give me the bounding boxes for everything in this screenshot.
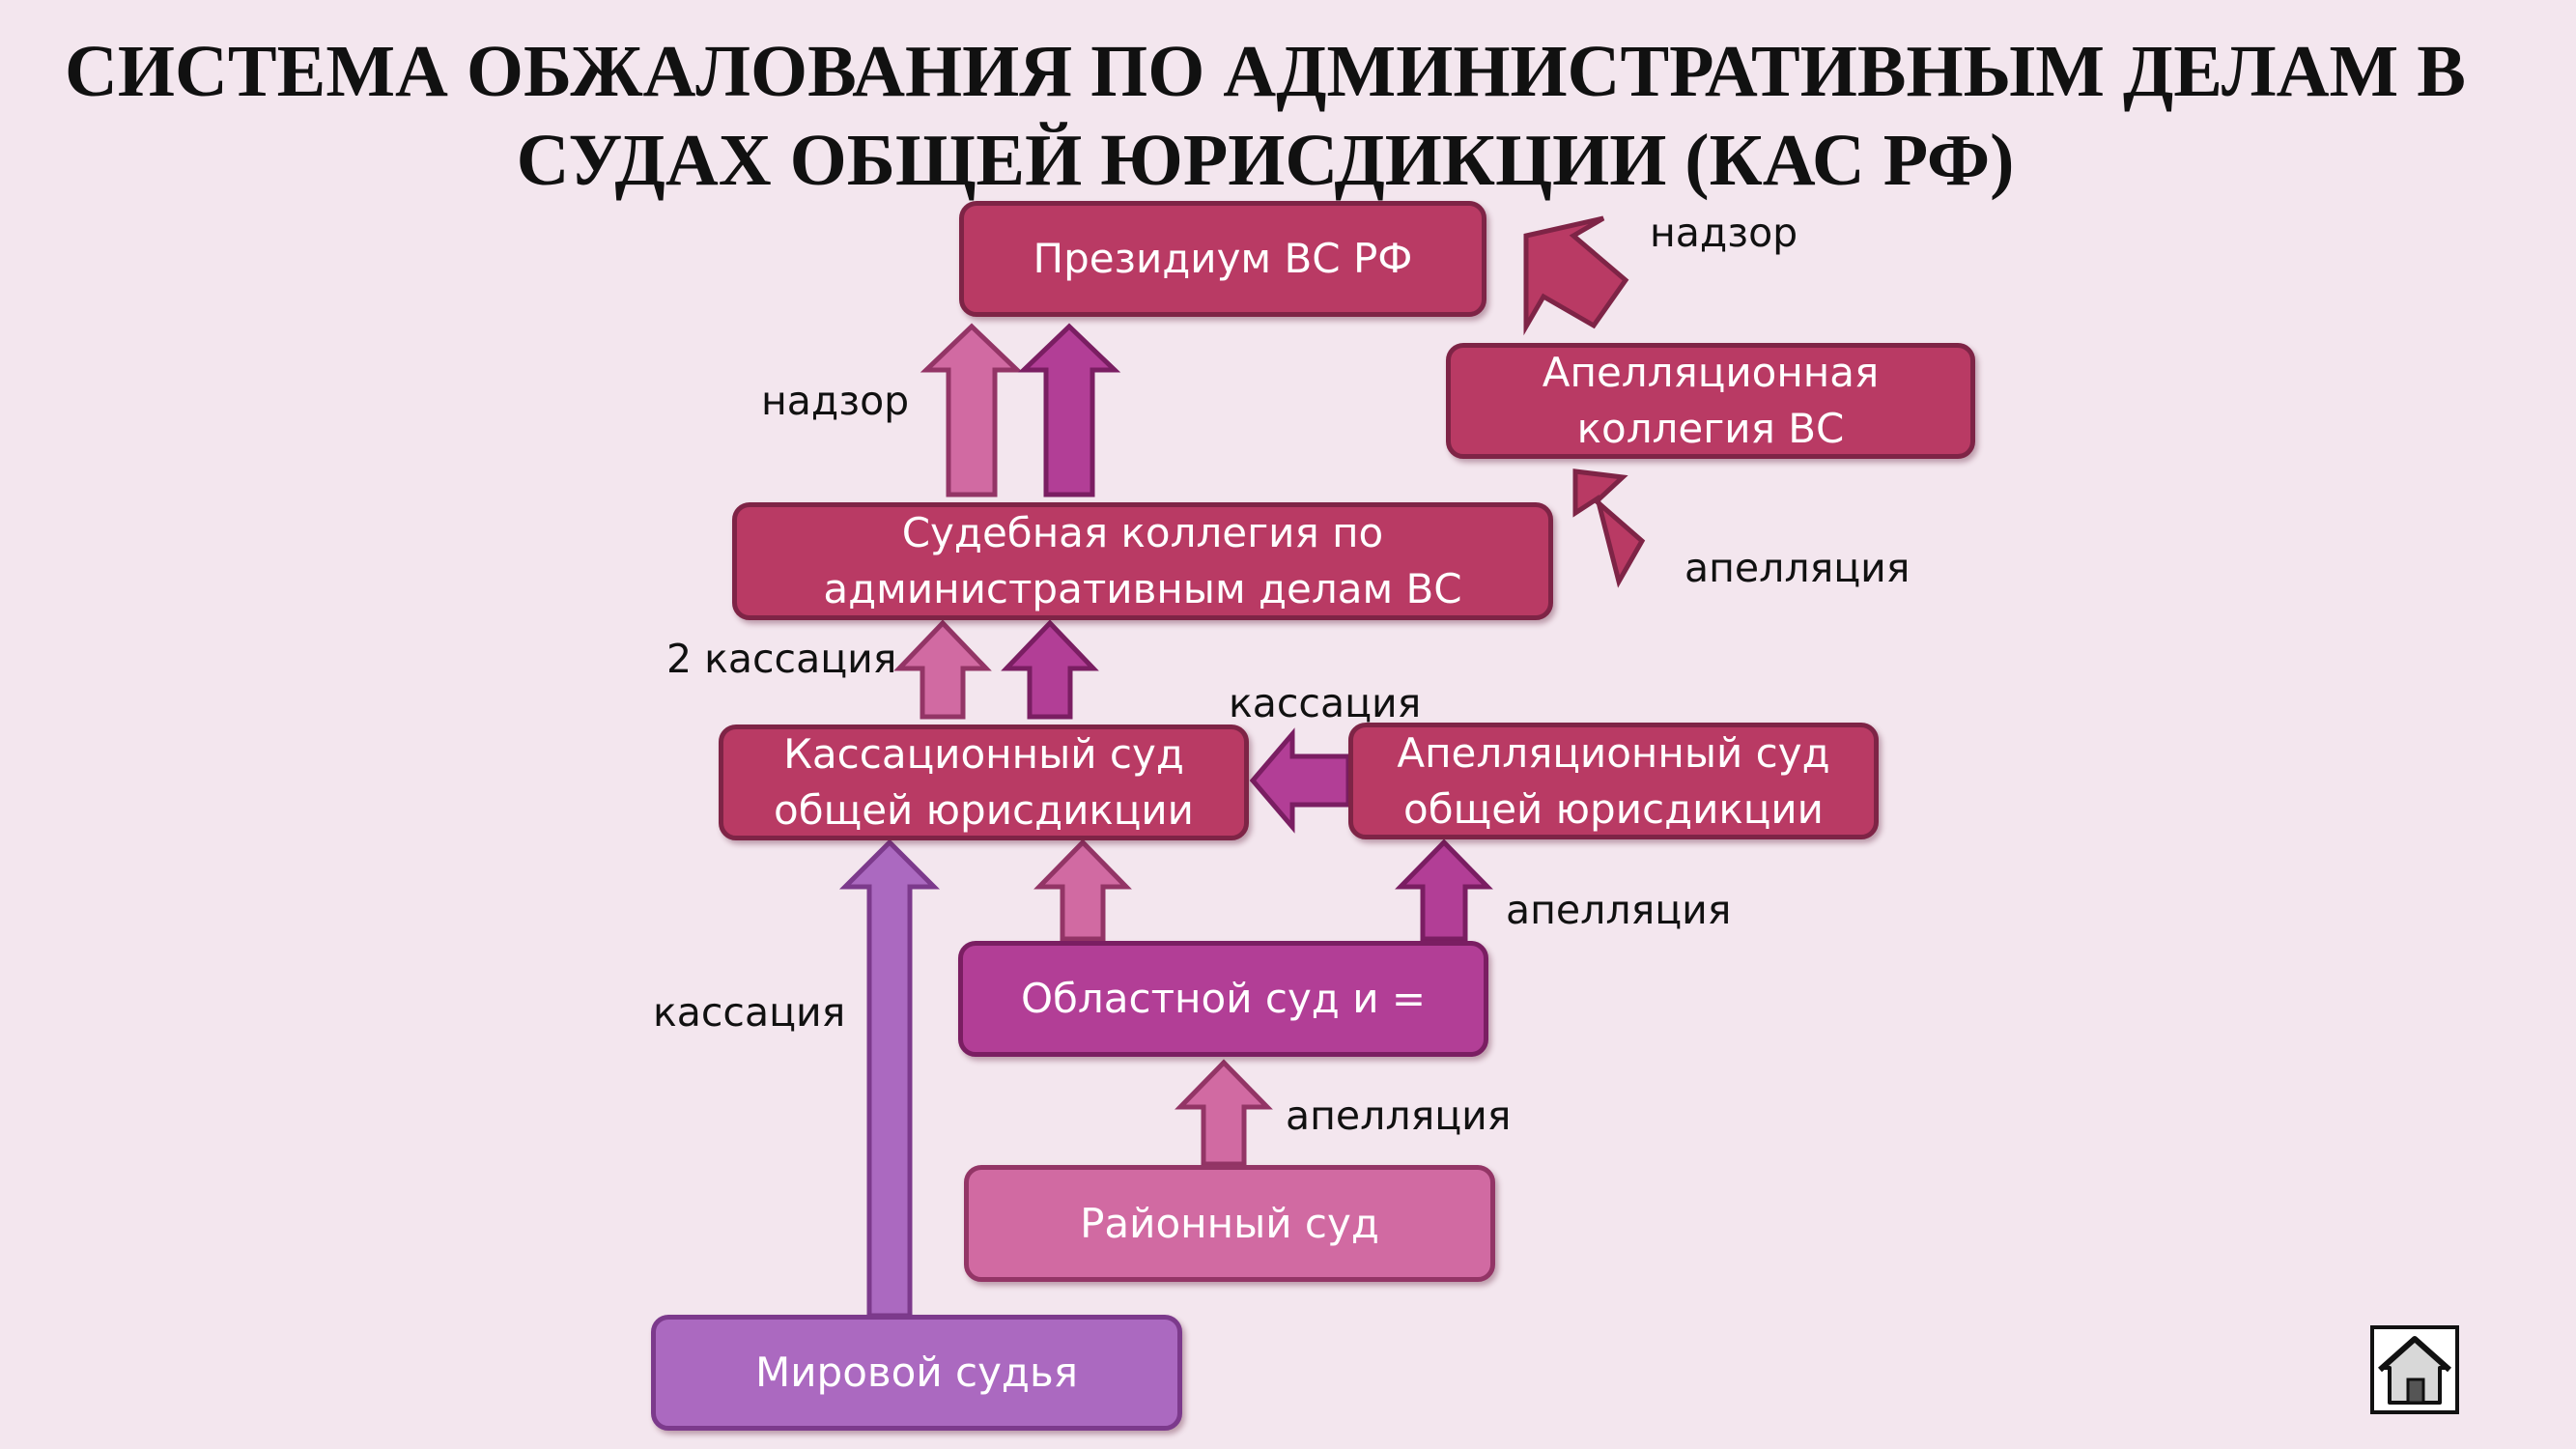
home-button[interactable] (2370, 1325, 2459, 1414)
node-presidium-label: Президиум ВС РФ (1033, 235, 1413, 282)
label-appeal-right-top: апелляция (1684, 545, 1911, 591)
title-line-2: СУДАХ ОБЩЕЙ ЮРИСДИКЦИИ (КАС РФ) (516, 120, 2015, 201)
node-cassation-court: Кассационный суд общей юрисдикции (719, 724, 1249, 840)
title-line-1: СИСТЕМА ОБЖАЛОВАНИЯ ПО АДМИНИСТРАТИВНЫМ … (65, 31, 2466, 112)
label-cassation-mid: кассация (1229, 680, 1422, 726)
arrow-supervision-magenta (1017, 323, 1121, 497)
arrow-appeal-board (1572, 469, 1646, 588)
node-presidium: Президиум ВС РФ (959, 201, 1486, 317)
node-district-court: Районный суд (964, 1165, 1495, 1282)
node-appeal-board-line2: коллегия ВС (1576, 405, 1845, 452)
arrow-magistrate-cassation (838, 838, 941, 1319)
label-appeal-bottom: апелляция (1286, 1093, 1512, 1139)
node-judicial-board: Судебная коллегия по административным де… (732, 502, 1553, 620)
node-regional-court: Областной суд и = (958, 941, 1488, 1057)
label-cassation-2: 2 кассация (666, 636, 897, 682)
page-title: СИСТЕМА ОБЖАЛОВАНИЯ ПО АДМИНИСТРАТИВНЫМ … (0, 27, 2531, 205)
arrow-cassation2-magenta (1001, 619, 1099, 720)
label-supervision-left: надзор (761, 378, 910, 424)
node-regional-court-label: Областной суд и = (1020, 975, 1427, 1022)
node-magistrate: Мировой судья (651, 1315, 1182, 1431)
arrow-supervision-pink (920, 323, 1024, 497)
arrow-regional-appeal (1395, 838, 1493, 942)
node-appeal-board: Апелляционная коллегия ВС (1446, 343, 1975, 459)
node-appeal-court-line2: общей юрисдикции (1403, 784, 1824, 833)
label-appeal-mid: апелляция (1506, 887, 1732, 933)
node-cassation-court-line2: общей юрисдикции (774, 786, 1194, 834)
node-magistrate-label: Мировой судья (755, 1349, 1078, 1396)
node-district-court-label: Районный суд (1080, 1199, 1379, 1247)
arrow-appeal-to-cassation (1249, 727, 1351, 834)
label-cassation-left: кассация (653, 989, 846, 1036)
node-judicial-board-line2: административным делам ВС (823, 565, 1462, 612)
node-appeal-court-line1: Апелляционный суд (1397, 728, 1830, 777)
home-icon (2378, 1336, 2451, 1405)
label-supervision-top: надзор (1650, 210, 1798, 256)
arrow-district-regional (1175, 1059, 1273, 1167)
node-judicial-board-line1: Судебная коллегия по (901, 509, 1384, 556)
node-appeal-court: Апелляционный суд общей юрисдикции (1348, 723, 1879, 839)
node-cassation-court-line1: Кассационный суд (783, 730, 1184, 778)
arrow-cassation2-pink (893, 619, 992, 720)
node-appeal-board-line1: Апелляционная (1542, 349, 1880, 396)
arrow-supervision-diagonal (1523, 215, 1629, 336)
arrow-regional-cassation (1033, 838, 1132, 942)
